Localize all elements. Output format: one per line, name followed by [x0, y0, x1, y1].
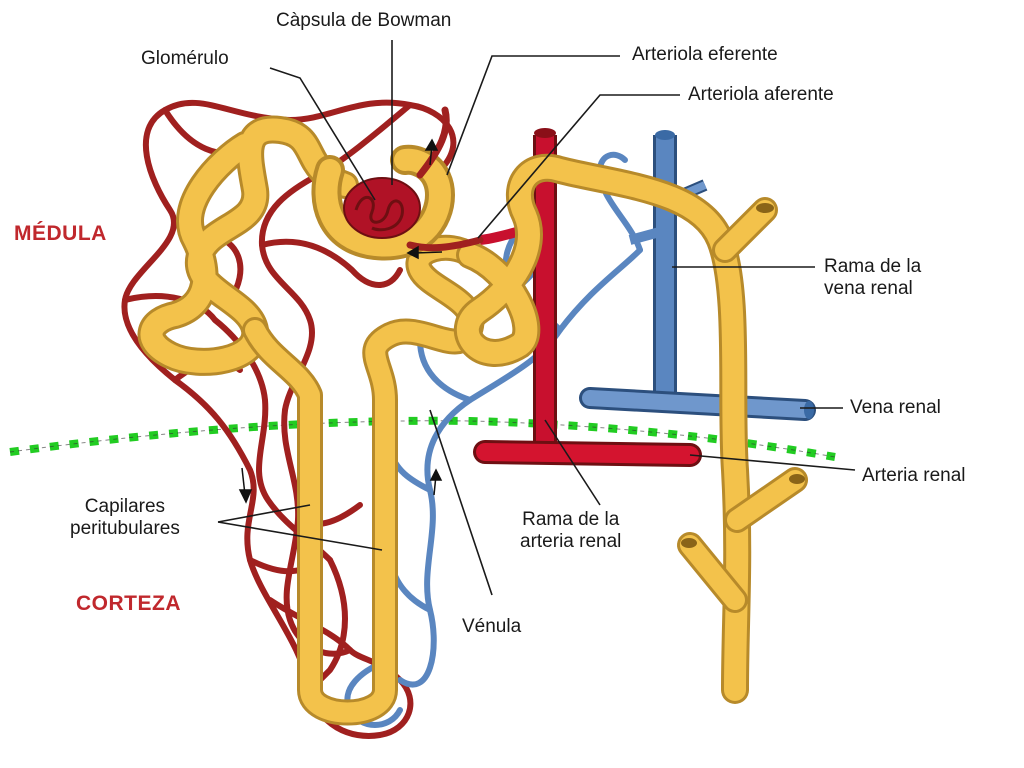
flow-arrow [238, 489, 253, 504]
label-renal-artery-branch-line1: Rama de la [522, 509, 620, 530]
duct-opening [681, 538, 697, 548]
leader-artery-branch [544, 419, 601, 506]
label-renal-vein-branch: Rama de la vena renal [824, 256, 921, 301]
label-renal-artery: Arteria renal [862, 465, 966, 486]
duct-opening [756, 203, 774, 213]
medulla-cortex-boundary [9, 416, 836, 461]
zone-label-cortex: CORTEZA [76, 592, 181, 615]
label-venule: Vénula [462, 616, 522, 637]
leader-afferent [477, 94, 680, 239]
label-bowman-capsule: Càpsula de Bowman [276, 10, 452, 31]
leader-efferent [446, 55, 620, 176]
label-efferent-arteriole: Arteriola eferente [632, 44, 778, 65]
leader-lines [217, 40, 856, 596]
label-renal-vein-branch-line2: vena renal [824, 278, 913, 300]
zone-label-medulla: MÉDULA [14, 222, 107, 245]
renal-artery-branch [473, 128, 702, 467]
label-renal-artery-branch-line2: arteria renal [520, 531, 622, 553]
flow-arrow [414, 251, 443, 254]
leader-glomerulus [269, 67, 376, 201]
label-renal-artery-branch: Rama de la arteria renal [520, 509, 621, 554]
afferent-arteriole [406, 236, 484, 252]
label-afferent-arteriole: Arteriola aferente [688, 84, 834, 105]
leader-artery [689, 454, 856, 471]
duct-opening [789, 474, 805, 484]
flow-arrow [406, 245, 419, 260]
renal-vein-branch [579, 130, 816, 421]
flow-arrow [424, 138, 439, 151]
label-renal-vein: Vena renal [850, 397, 941, 418]
leader-capillaries-1 [217, 504, 311, 523]
label-renal-vein-branch-line1: Rama de la [824, 256, 922, 277]
label-glomerulus: Glomérulo [141, 48, 229, 69]
efferent-arteriole [416, 106, 450, 179]
glomerulus [343, 177, 421, 239]
label-peritubular-capillaries-line2: peritubulares [70, 518, 180, 540]
flow-arrows [238, 138, 443, 504]
renal-tubule [137, 115, 808, 726]
bowmans-capsule [311, 144, 456, 261]
leader-capillaries-2 [217, 521, 383, 551]
flow-arrow [429, 468, 443, 481]
leader-venule [429, 409, 493, 596]
label-peritubular-capillaries: Capilares peritubulares [70, 496, 180, 541]
label-peritubular-capillaries-line1: Capilares [84, 496, 166, 517]
